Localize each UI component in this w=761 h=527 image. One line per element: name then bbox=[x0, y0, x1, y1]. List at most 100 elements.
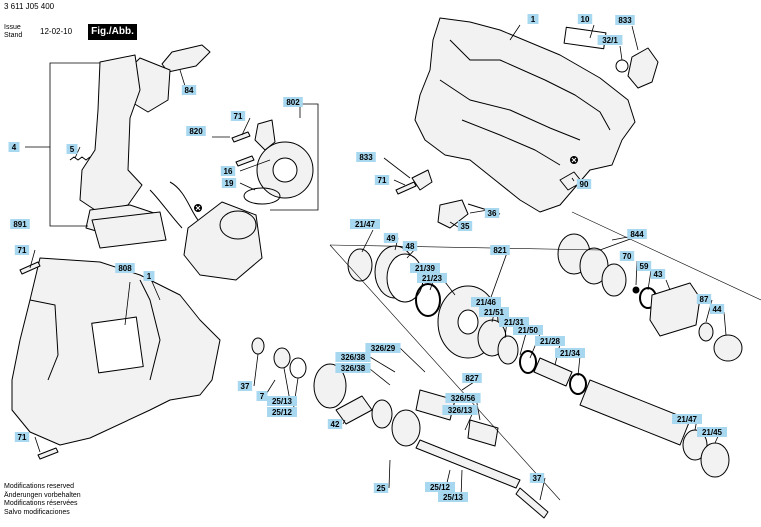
callout-box bbox=[417, 273, 447, 283]
cap-44 bbox=[713, 334, 743, 362]
callout-p21-50: 21/50 bbox=[513, 325, 543, 335]
callout-box bbox=[650, 269, 666, 279]
callout-text: 844 bbox=[630, 230, 644, 239]
tool-holder-tube bbox=[579, 379, 691, 446]
callout-p4: 4 bbox=[8, 142, 20, 152]
callout-box bbox=[350, 219, 380, 229]
callout-text: 42 bbox=[331, 420, 340, 429]
callout-text: 827 bbox=[465, 374, 479, 383]
callout-box bbox=[383, 233, 399, 243]
callout-text: 21/28 bbox=[540, 337, 561, 346]
callout-box bbox=[66, 144, 78, 154]
note-line: Modifications reserved bbox=[4, 483, 75, 490]
callout-text: 37 bbox=[533, 474, 542, 483]
callout-box bbox=[636, 261, 652, 271]
ring-21-50 bbox=[519, 350, 537, 374]
callout-box bbox=[335, 363, 371, 373]
callout-text: 36 bbox=[488, 209, 497, 218]
callout-text: 891 bbox=[13, 220, 27, 229]
motor-wires bbox=[149, 181, 199, 229]
callout-p90: 90 bbox=[576, 179, 592, 189]
callout-p326-29: 326/29 bbox=[365, 343, 401, 353]
housing-half-top bbox=[414, 17, 636, 213]
callout-p21-39: 21/39 bbox=[410, 263, 440, 273]
gear-326-b bbox=[391, 409, 421, 447]
callout-p71-c: 71 bbox=[14, 245, 30, 255]
callout-p71-d: 71 bbox=[14, 432, 30, 442]
callout-text: 21/51 bbox=[484, 308, 505, 317]
modification-notes: Modifications reserved Änderungen vorbeh… bbox=[4, 483, 81, 517]
callout-p84: 84 bbox=[181, 85, 197, 95]
callout-text: 48 bbox=[406, 242, 415, 251]
gear-326 bbox=[371, 399, 393, 429]
callout-text: 49 bbox=[387, 234, 396, 243]
callout-p44: 44 bbox=[709, 304, 725, 314]
callout-p808: 808 bbox=[115, 263, 135, 273]
piston-21-28 bbox=[533, 357, 573, 387]
motor-end bbox=[219, 210, 257, 240]
contact-891 bbox=[91, 211, 167, 249]
callout-box bbox=[327, 419, 343, 429]
callout-box bbox=[14, 432, 30, 442]
callout-box bbox=[267, 407, 297, 417]
callout-p21-45: 21/45 bbox=[697, 427, 727, 437]
callout-box bbox=[230, 111, 246, 121]
issue-date: 12-02-10 bbox=[40, 27, 73, 36]
callout-box bbox=[10, 219, 30, 229]
callout-text: 4 bbox=[12, 143, 17, 152]
bracket-820 bbox=[254, 119, 276, 151]
callout-box bbox=[555, 348, 585, 358]
callout-text: 71 bbox=[18, 433, 27, 442]
switch-body-4 bbox=[79, 54, 143, 213]
callout-box bbox=[402, 241, 418, 251]
callout-p827: 827 bbox=[462, 373, 482, 383]
note-line: Modifications réservées bbox=[4, 500, 78, 508]
callout-text: 21/47 bbox=[355, 220, 376, 229]
callout-box bbox=[457, 221, 473, 231]
callout-box bbox=[709, 304, 725, 314]
callout-p35: 35 bbox=[457, 221, 473, 231]
callout-box bbox=[513, 325, 543, 335]
document-number: 3 611 J05 400 bbox=[4, 2, 55, 11]
callout-box bbox=[672, 414, 702, 424]
callout-p891: 891 bbox=[10, 219, 30, 229]
callout-p25-13-b: 25/13 bbox=[438, 492, 468, 502]
callout-box bbox=[627, 229, 647, 239]
callout-p16: 16 bbox=[220, 166, 236, 176]
washer-25-13 bbox=[273, 347, 291, 369]
callout-text: 37 bbox=[241, 382, 250, 391]
gearbox-802-inner bbox=[272, 157, 298, 183]
callout-p21-23: 21/23 bbox=[417, 273, 447, 283]
callout-text: 1 bbox=[147, 272, 152, 281]
callout-text: 21/31 bbox=[504, 318, 525, 327]
callout-p821: 821 bbox=[490, 245, 510, 255]
callout-text: 71 bbox=[234, 112, 243, 121]
callout-box bbox=[283, 97, 303, 107]
seal-21-47 bbox=[347, 248, 373, 282]
callout-box bbox=[221, 178, 237, 188]
callout-box bbox=[619, 251, 635, 261]
callout-text: 7 bbox=[260, 392, 265, 401]
callout-box bbox=[14, 245, 30, 255]
callout-p42: 42 bbox=[327, 419, 343, 429]
callout-box bbox=[535, 336, 565, 346]
callout-text: 10 bbox=[581, 15, 590, 24]
callout-box bbox=[143, 271, 155, 281]
callout-p25-13-a: 25/13 bbox=[267, 396, 297, 406]
callout-box bbox=[442, 405, 478, 415]
chuck-sleeve-43 bbox=[649, 282, 701, 337]
connection-marker bbox=[194, 204, 202, 212]
note-line: Änderungen vorbehalten bbox=[4, 491, 81, 499]
callout-p21-47-a: 21/47 bbox=[350, 219, 380, 229]
connection-marker bbox=[570, 156, 578, 164]
spring-5 bbox=[69, 156, 91, 161]
callout-box bbox=[267, 396, 297, 406]
callout-box bbox=[365, 343, 401, 353]
callout-text: 25/12 bbox=[430, 483, 451, 492]
switch-top bbox=[161, 44, 211, 73]
callout-box bbox=[445, 393, 481, 403]
callout-text: 43 bbox=[654, 270, 663, 279]
callout-text: 1 bbox=[531, 15, 536, 24]
callout-p37-b: 37 bbox=[529, 473, 545, 483]
callout-box bbox=[597, 35, 623, 45]
